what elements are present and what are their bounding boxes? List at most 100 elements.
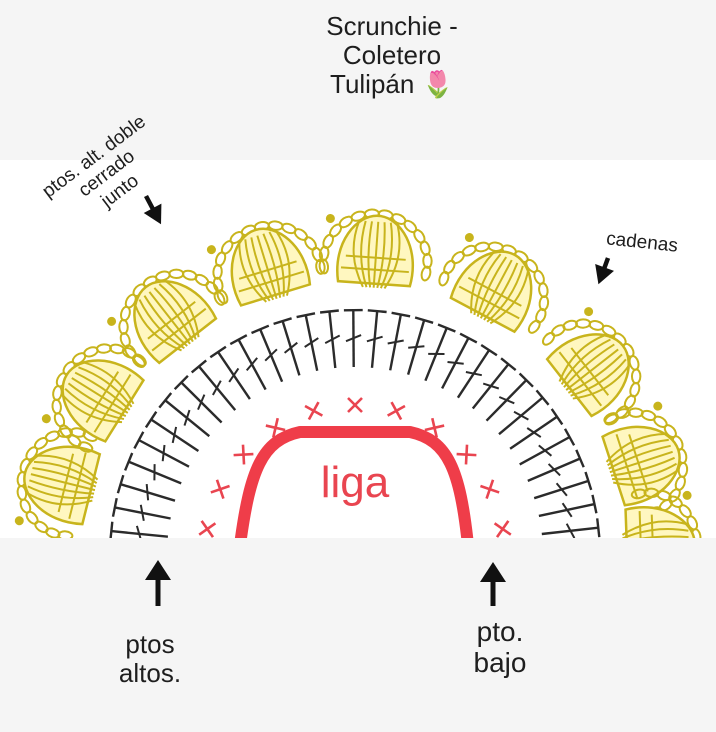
slip-stitch-dot — [107, 316, 117, 326]
chain-stitch — [443, 259, 456, 275]
chain-stitch — [630, 488, 647, 500]
tulip-shell — [14, 427, 102, 538]
double-crochet-stitch — [456, 343, 498, 399]
title-line-1: Scrunchie - — [326, 11, 458, 41]
shell-stitch — [64, 387, 125, 421]
shell-stitch — [256, 235, 278, 300]
double-crochet-stitch — [424, 323, 456, 382]
tulip-shell — [206, 220, 326, 307]
shell-stitch — [244, 239, 271, 302]
arrow-pto-bajo-icon — [480, 562, 506, 606]
double-crochet-stitch — [533, 471, 593, 500]
shell-crossbar — [57, 453, 75, 513]
shell-stitch — [143, 295, 188, 347]
label-ptos-altos-line-1: ptos — [125, 629, 175, 659]
chain-stitch — [57, 530, 74, 538]
shell-crossbar — [650, 514, 655, 538]
shell-stitch — [607, 438, 669, 467]
shell-stitch — [71, 377, 129, 414]
shell-stitch — [35, 454, 99, 481]
chain-stitch — [315, 258, 326, 275]
chain-stitch — [132, 353, 147, 367]
slip-stitch-dot — [41, 414, 51, 424]
shell-stitch — [560, 338, 611, 385]
shell-stitch — [81, 360, 135, 405]
shell-stitch — [138, 299, 185, 350]
chain-stitch — [318, 258, 330, 275]
single-crochet-stitch — [304, 401, 323, 421]
shell-crossbar — [467, 276, 522, 307]
double-crochet-stitch — [343, 308, 363, 368]
shell-stitch — [25, 491, 93, 506]
chain-stitch — [194, 273, 210, 287]
shell-stitch — [67, 382, 127, 417]
shell-stitch — [572, 363, 631, 400]
shell-stitch — [32, 467, 97, 488]
shell-body — [133, 280, 218, 365]
shell-stitch — [609, 450, 673, 474]
shell-stitch — [486, 265, 524, 323]
double-crochet-stitch — [209, 345, 251, 400]
chain-stitch — [535, 308, 547, 324]
shell-stitch — [623, 554, 689, 568]
slip-stitch-dot — [682, 490, 692, 500]
liga-band — [234, 426, 474, 538]
double-crochet-stitch — [498, 389, 550, 436]
chain-stitch — [329, 223, 343, 238]
chain-stitch — [630, 368, 642, 385]
double-crochet-stitch — [441, 332, 478, 389]
shell-stitch — [479, 259, 513, 319]
slip-stitch-dot — [653, 401, 663, 411]
shell-stitch — [360, 220, 368, 288]
shell-stitch — [608, 444, 671, 470]
chain-stitch — [635, 591, 650, 601]
shell-stitch — [483, 262, 519, 321]
tulip-shell — [318, 208, 433, 289]
chain-stitch — [541, 331, 556, 346]
chain-stitch — [220, 240, 234, 255]
shell-stitch — [30, 473, 96, 492]
shell-crossbar — [458, 285, 520, 320]
tulip-shell — [621, 487, 702, 601]
tulip-shell — [438, 233, 550, 334]
chain-stitch — [603, 412, 619, 424]
chain-stitch — [659, 586, 675, 599]
label-pto-bajo: pto. bajo — [450, 616, 550, 679]
shell-stitch — [558, 333, 607, 382]
shell-crossbar — [151, 307, 207, 352]
single-crochet-stitch — [387, 401, 406, 421]
double-crochet-stitch — [229, 334, 267, 391]
shell-crossbar — [68, 452, 87, 519]
shell-stitch — [563, 343, 615, 388]
shell-crossbar — [147, 300, 196, 340]
shell-crossbar — [570, 347, 610, 396]
double-crochet-stitch — [527, 449, 585, 483]
shell-stitch — [623, 547, 689, 553]
shell-crossbar — [345, 254, 406, 261]
shell-stitch — [622, 535, 689, 538]
single-crochet-stitch — [424, 417, 445, 438]
chain-stitch — [653, 415, 668, 429]
shell-stitch — [274, 229, 291, 296]
chain-stitch — [131, 354, 146, 369]
single-crochet-stitch — [233, 444, 254, 465]
double-crochet-stitch — [366, 309, 387, 368]
shell-stitch — [489, 268, 530, 325]
double-crochet-stitch — [173, 374, 223, 424]
slip-stitch-dot — [325, 213, 335, 223]
shell-stitch — [268, 231, 285, 297]
diagram-group — [14, 208, 702, 601]
shell-body — [624, 506, 697, 538]
chain-stitch — [527, 319, 541, 334]
label-liga: liga — [320, 458, 390, 507]
chain-stitch — [213, 290, 226, 306]
shell-crossbar — [93, 374, 132, 433]
chain-stitch — [34, 520, 49, 534]
chain-stitch — [77, 441, 94, 453]
double-crochet-stitch — [509, 408, 564, 450]
tulip-icon: 🌷 — [421, 69, 454, 100]
shell-stitch — [133, 303, 182, 352]
shell-stitch — [376, 222, 386, 289]
shell-stitch — [476, 256, 508, 317]
single-crochet-stitch — [198, 520, 217, 538]
